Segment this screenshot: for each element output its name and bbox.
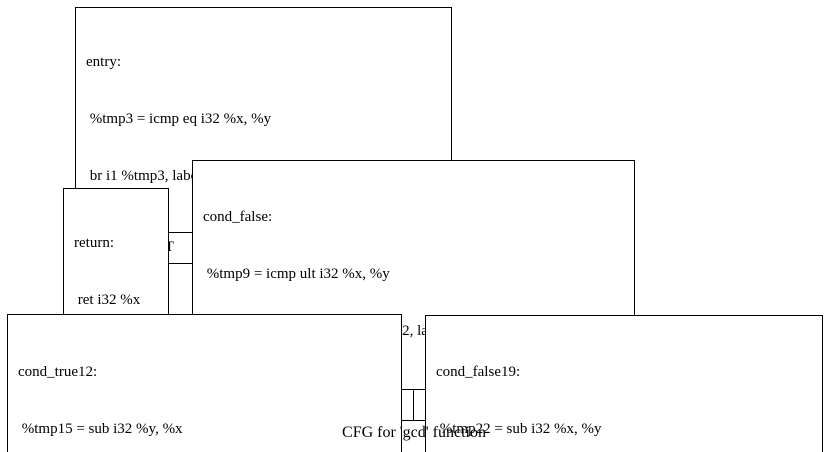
code-line: cond_true12: xyxy=(18,364,98,380)
code-line: %tmp22 = sub i32 %x, %y xyxy=(436,421,602,437)
port-true-label: T xyxy=(164,239,175,255)
code-line: entry: xyxy=(86,54,121,70)
basic-block-cond-false19-code: cond_false19: %tmp22 = sub i32 %x, %y %t… xyxy=(426,316,822,452)
code-line: cond_false19: xyxy=(436,364,521,380)
basic-block-return-code: return: ret i32 %x xyxy=(64,189,168,356)
code-line: %tmp9 = icmp ult i32 %x, %y xyxy=(203,266,390,282)
code-line: cond_false: xyxy=(203,209,273,225)
code-line: %tmp15 = sub i32 %y, %x xyxy=(18,421,183,437)
basic-block-cond-true12: cond_true12: %tmp15 = sub i32 %y, %x %tm… xyxy=(7,314,402,452)
code-line: return: xyxy=(74,235,114,251)
basic-block-cond-true12-code: cond_true12: %tmp15 = sub i32 %y, %x %tm… xyxy=(8,315,401,452)
basic-block-cond-false19: cond_false19: %tmp22 = sub i32 %x, %y %t… xyxy=(425,315,823,452)
code-line: ret i32 %x xyxy=(74,292,141,308)
code-line: %tmp3 = icmp eq i32 %x, %y xyxy=(86,111,272,127)
graph-title: CFG for 'gcd' function xyxy=(342,424,486,441)
